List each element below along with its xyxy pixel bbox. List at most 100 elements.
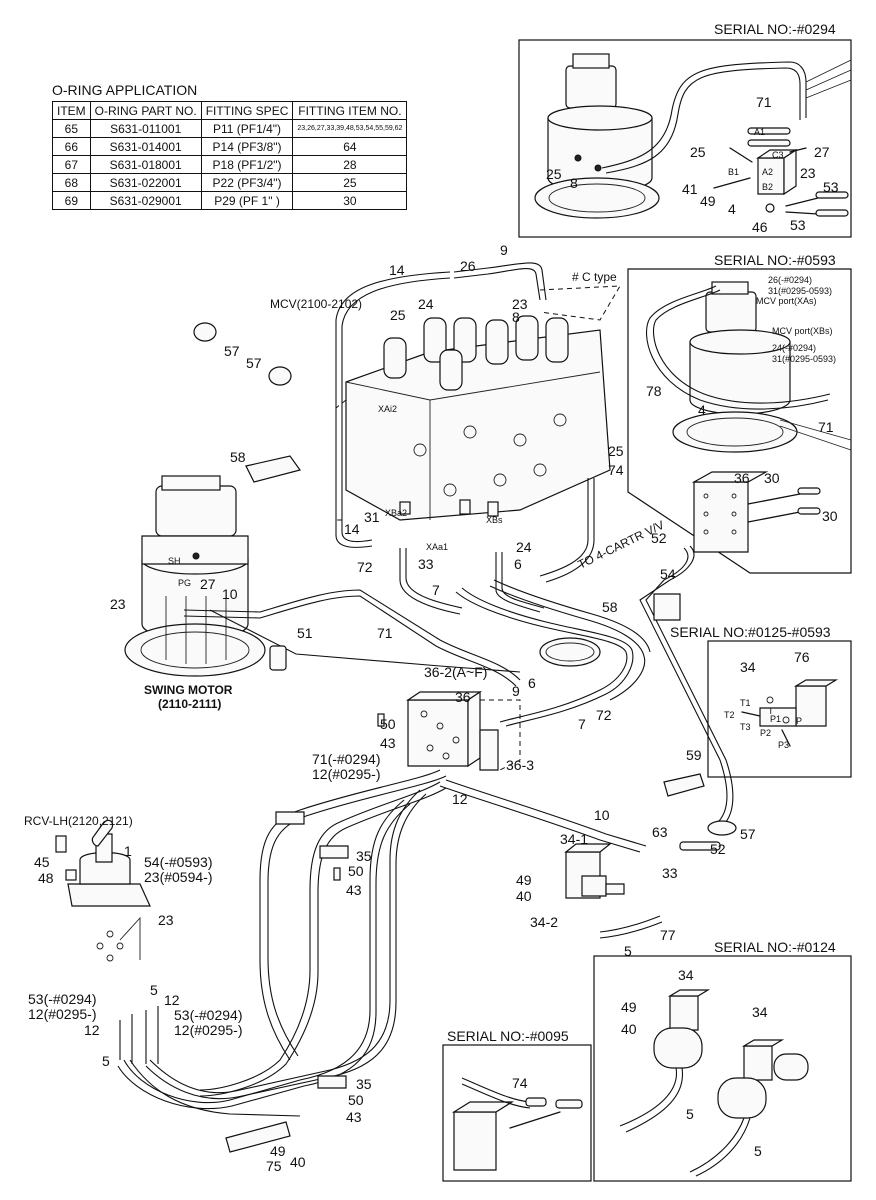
item-75: 75 <box>266 1158 282 1174</box>
item-53: 53 <box>823 179 839 195</box>
item-71: 71 <box>756 94 772 110</box>
cell-fitting-item-no: 25 <box>292 173 408 192</box>
item-53: 53 <box>790 217 806 233</box>
item-31: 31 <box>364 509 380 525</box>
item-40: 40 <box>290 1154 306 1170</box>
cell-part-no: S631-018001 <box>89 155 202 174</box>
item-35: 35 <box>356 848 372 864</box>
item-63: 63 <box>652 824 668 840</box>
port-p3: P3 <box>778 740 790 750</box>
item-59: 59 <box>686 747 702 763</box>
serial-0095-inset <box>442 1044 592 1182</box>
note-31a: 31(#0295-0593) <box>768 286 833 296</box>
port-a1: A1 <box>754 127 766 137</box>
item-49: 49 <box>270 1143 286 1159</box>
item-24: 24 <box>418 296 434 312</box>
port-c3: C3 <box>772 150 784 160</box>
item-27: 27 <box>200 576 216 592</box>
cell-fitting-item-no: 23,26,27,33,39,48,53,54,55,59,62 <box>292 119 408 138</box>
item-6: 6 <box>514 556 522 572</box>
port-xaa1: XAa1 <box>426 542 449 552</box>
column-header-item: ITEM <box>52 101 91 120</box>
note-12: 12(#0295-) <box>312 766 381 782</box>
item-57: 57 <box>740 826 756 842</box>
item-25: 25 <box>608 443 624 459</box>
item-10: 10 <box>594 807 610 823</box>
item-12: 12 <box>164 992 180 1008</box>
rcv-hose-loop <box>117 769 447 1117</box>
cell-item: 69 <box>52 191 91 210</box>
cell-item: 65 <box>52 119 91 138</box>
item-43: 43 <box>346 882 362 898</box>
cell-item: 68 <box>52 173 91 192</box>
cell-part-no: S631-014001 <box>89 137 202 156</box>
port-a2: A2 <box>762 167 774 177</box>
note-24: 24(-#0294) <box>772 343 817 353</box>
item-4: 4 <box>728 201 736 217</box>
item-6: 6 <box>528 675 536 691</box>
item-50: 50 <box>380 716 396 732</box>
oring-application-table: ITEM O-RING PART NO. FITTING SPEC FITTIN… <box>52 101 408 210</box>
table-row: 68 S631-022001 P22 (PF3/4") 25 <box>52 173 408 192</box>
item-10: 10 <box>222 586 238 602</box>
serial-label-0095: SERIAL NO:-#0095 <box>447 1028 569 1044</box>
port-sh: SH <box>168 556 181 566</box>
label-swing-motor: SWING MOTOR <box>144 683 233 697</box>
item-14: 14 <box>344 521 360 537</box>
cell-fitting-spec: P29 (PF 1" ) <box>200 191 294 210</box>
item-36: 36 <box>734 470 750 486</box>
item-30: 30 <box>822 508 838 524</box>
cell-part-no: S631-022001 <box>89 173 202 192</box>
table-row: 69 S631-029001 P29 (PF 1" ) 30 <box>52 191 408 210</box>
cell-item: 67 <box>52 155 91 174</box>
rcv-lever <box>55 819 151 962</box>
port-pg: PG <box>178 578 192 588</box>
label-mcv: MCV(2100-2102) <box>270 297 363 311</box>
item-7: 7 <box>432 582 440 598</box>
item-50: 50 <box>348 863 364 879</box>
item-7: 7 <box>578 716 586 732</box>
manifold-block-36 <box>406 690 521 771</box>
item-12: 12 <box>84 1022 100 1038</box>
item-9: 9 <box>500 242 508 258</box>
serial-label-0124: SERIAL NO:-#0124 <box>714 939 836 955</box>
item-14: 14 <box>389 262 405 278</box>
cell-fitting-spec: P18 (PF1/2") <box>200 155 294 174</box>
note-53b: 53(-#0294) <box>174 1007 243 1023</box>
table-row: 65 S631-011001 P11 (PF1/4") 23,26,27,33,… <box>52 119 408 138</box>
item-5: 5 <box>624 943 632 959</box>
table-row: 67 S631-018001 P18 (PF1/2") 28 <box>52 155 408 174</box>
port-xba2: XBa2 <box>385 508 408 518</box>
cell-part-no: S631-011001 <box>89 119 202 138</box>
item-40: 40 <box>516 888 532 904</box>
note-53a: 53(-#0294) <box>28 991 97 1007</box>
pipe-10 <box>209 609 521 673</box>
cell-part-no: S631-029001 <box>89 191 202 210</box>
cell-fitting-spec: P11 (PF1/4") <box>200 119 294 138</box>
pipe-71 <box>183 589 521 681</box>
item-50: 50 <box>348 1092 364 1108</box>
item-49: 49 <box>516 872 532 888</box>
item-74: 74 <box>512 1075 528 1091</box>
item-4: 4 <box>698 402 706 418</box>
note-mcv-port-xas: MCV port(XAs) <box>756 296 817 306</box>
item-26: 26 <box>460 258 476 274</box>
note-34-1: 34-1 <box>560 831 589 847</box>
item-51: 51 <box>297 625 313 641</box>
item-23: 23 <box>512 296 528 312</box>
port-t2: T2 <box>724 710 735 720</box>
port-xbs: XBs <box>486 515 503 525</box>
column-header-part-no: O-RING PART NO. <box>89 101 202 120</box>
cell-fitting-spec: P14 (PF3/8") <box>200 137 294 156</box>
item-25: 25 <box>546 166 562 182</box>
item-23: 23 <box>110 596 126 612</box>
item-43: 43 <box>380 735 396 751</box>
note-36-3: 36-3 <box>506 757 535 773</box>
item-71: 71 <box>377 625 393 641</box>
note-26: 26(-#0294) <box>768 275 813 285</box>
serial-label-0125-0593: SERIAL NO:#0125-#0593 <box>670 624 831 640</box>
hose-bundle <box>455 579 651 727</box>
item-9: 9 <box>512 683 520 699</box>
item-27: 27 <box>814 144 830 160</box>
